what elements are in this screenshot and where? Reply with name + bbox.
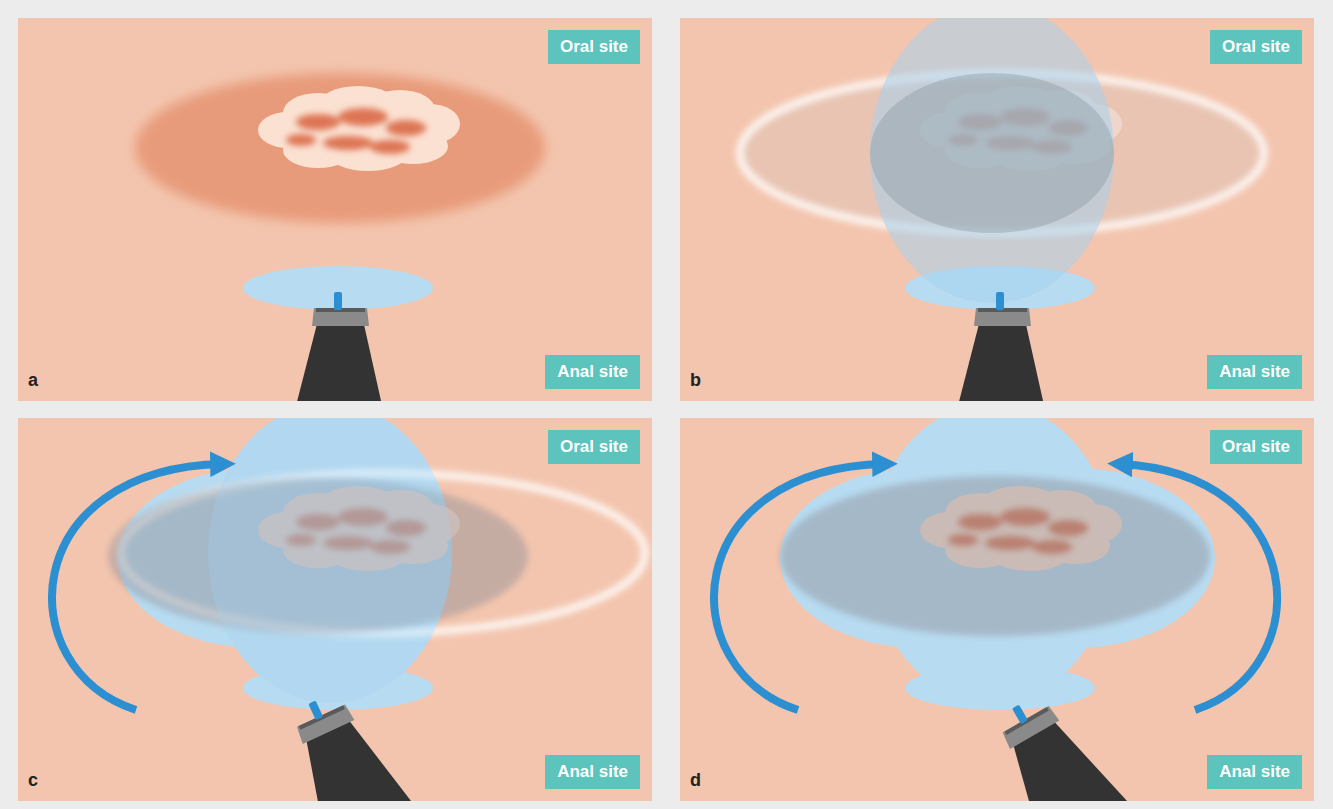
panel-letter: c — [28, 770, 38, 791]
site-label-box: Anal site — [1207, 355, 1302, 389]
site-label: Anal site — [1219, 362, 1290, 381]
site-label: Anal site — [1219, 762, 1290, 781]
site-label-box: Anal site — [545, 355, 640, 389]
site-label: Oral site — [560, 437, 628, 456]
panel-letter: d — [690, 770, 701, 791]
site-label-box: Oral site — [548, 430, 640, 464]
panel — [680, 3, 1314, 468]
site-label: Anal site — [557, 762, 628, 781]
panel — [680, 403, 1314, 809]
site-label: Oral site — [560, 37, 628, 56]
site-label: Oral site — [1222, 37, 1290, 56]
panel-letter: b — [690, 370, 701, 391]
site-label: Anal site — [557, 362, 628, 381]
panel — [18, 18, 652, 468]
panel — [18, 403, 652, 809]
site-label-box: Oral site — [1210, 30, 1302, 64]
panel-letter: a — [28, 370, 38, 391]
site-label-box: Anal site — [1207, 755, 1302, 789]
site-label: Oral site — [1222, 437, 1290, 456]
site-label-box: Oral site — [1210, 430, 1302, 464]
site-label-box: Anal site — [545, 755, 640, 789]
site-label-box: Oral site — [548, 30, 640, 64]
